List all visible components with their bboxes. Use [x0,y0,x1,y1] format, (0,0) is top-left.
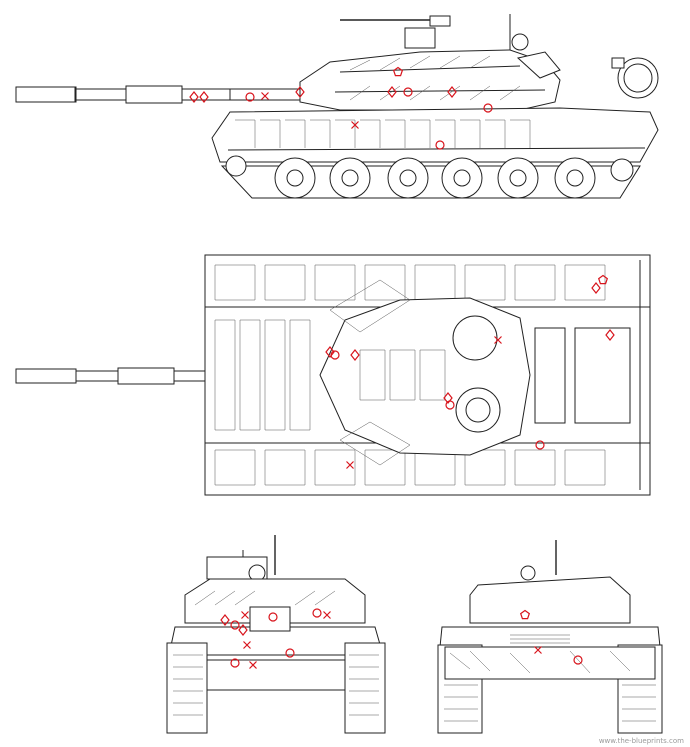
diamond-marker [605,329,615,341]
front-view [166,535,386,734]
x-marker [346,461,354,469]
circle-marker [312,608,322,618]
side-turret [299,14,561,111]
diamond-marker [238,624,248,636]
x-marker [241,611,249,619]
top-turret [319,279,531,466]
x-marker [351,121,359,129]
x-marker [243,641,251,649]
top-view [15,254,651,496]
x-marker [323,611,331,619]
x-marker [261,92,269,100]
diamond-marker [220,614,230,626]
diamond-marker [199,91,209,103]
diamond-marker [447,86,457,98]
side-hull [211,107,659,163]
circle-marker [285,648,295,658]
diamond-marker [350,349,360,361]
x-marker [249,661,257,669]
circle-marker [445,400,455,410]
diamond-marker [591,282,601,294]
side-running-gear [220,155,641,199]
star-marker [597,274,609,285]
side-markers [189,66,493,150]
side-view [15,14,659,199]
star-marker [519,609,531,620]
diamond-marker [443,392,453,404]
circle-marker [535,440,545,450]
rear-hull [437,540,663,734]
diamond-marker [325,346,335,358]
rear-view [437,540,663,734]
rear-markers [519,609,583,665]
circle-marker [483,103,493,113]
front-hull [166,535,386,734]
circle-marker [230,620,240,630]
x-marker [534,646,542,654]
front-markers [220,608,331,669]
watermark-text: www.the-blueprints.com [598,737,684,745]
circle-marker [245,92,255,102]
circle-marker [435,140,445,150]
diamond-marker [189,91,199,103]
circle-marker [230,658,240,668]
side-searchlight [611,57,659,99]
x-marker [494,336,502,344]
circle-marker [268,612,278,622]
circle-marker [330,350,340,360]
circle-marker [573,655,583,665]
diamond-marker [295,86,305,98]
circle-marker [403,87,413,97]
top-markers [325,274,615,469]
side-gun-barrel [15,85,337,104]
diamond-marker [387,86,397,98]
star-marker [392,66,404,77]
